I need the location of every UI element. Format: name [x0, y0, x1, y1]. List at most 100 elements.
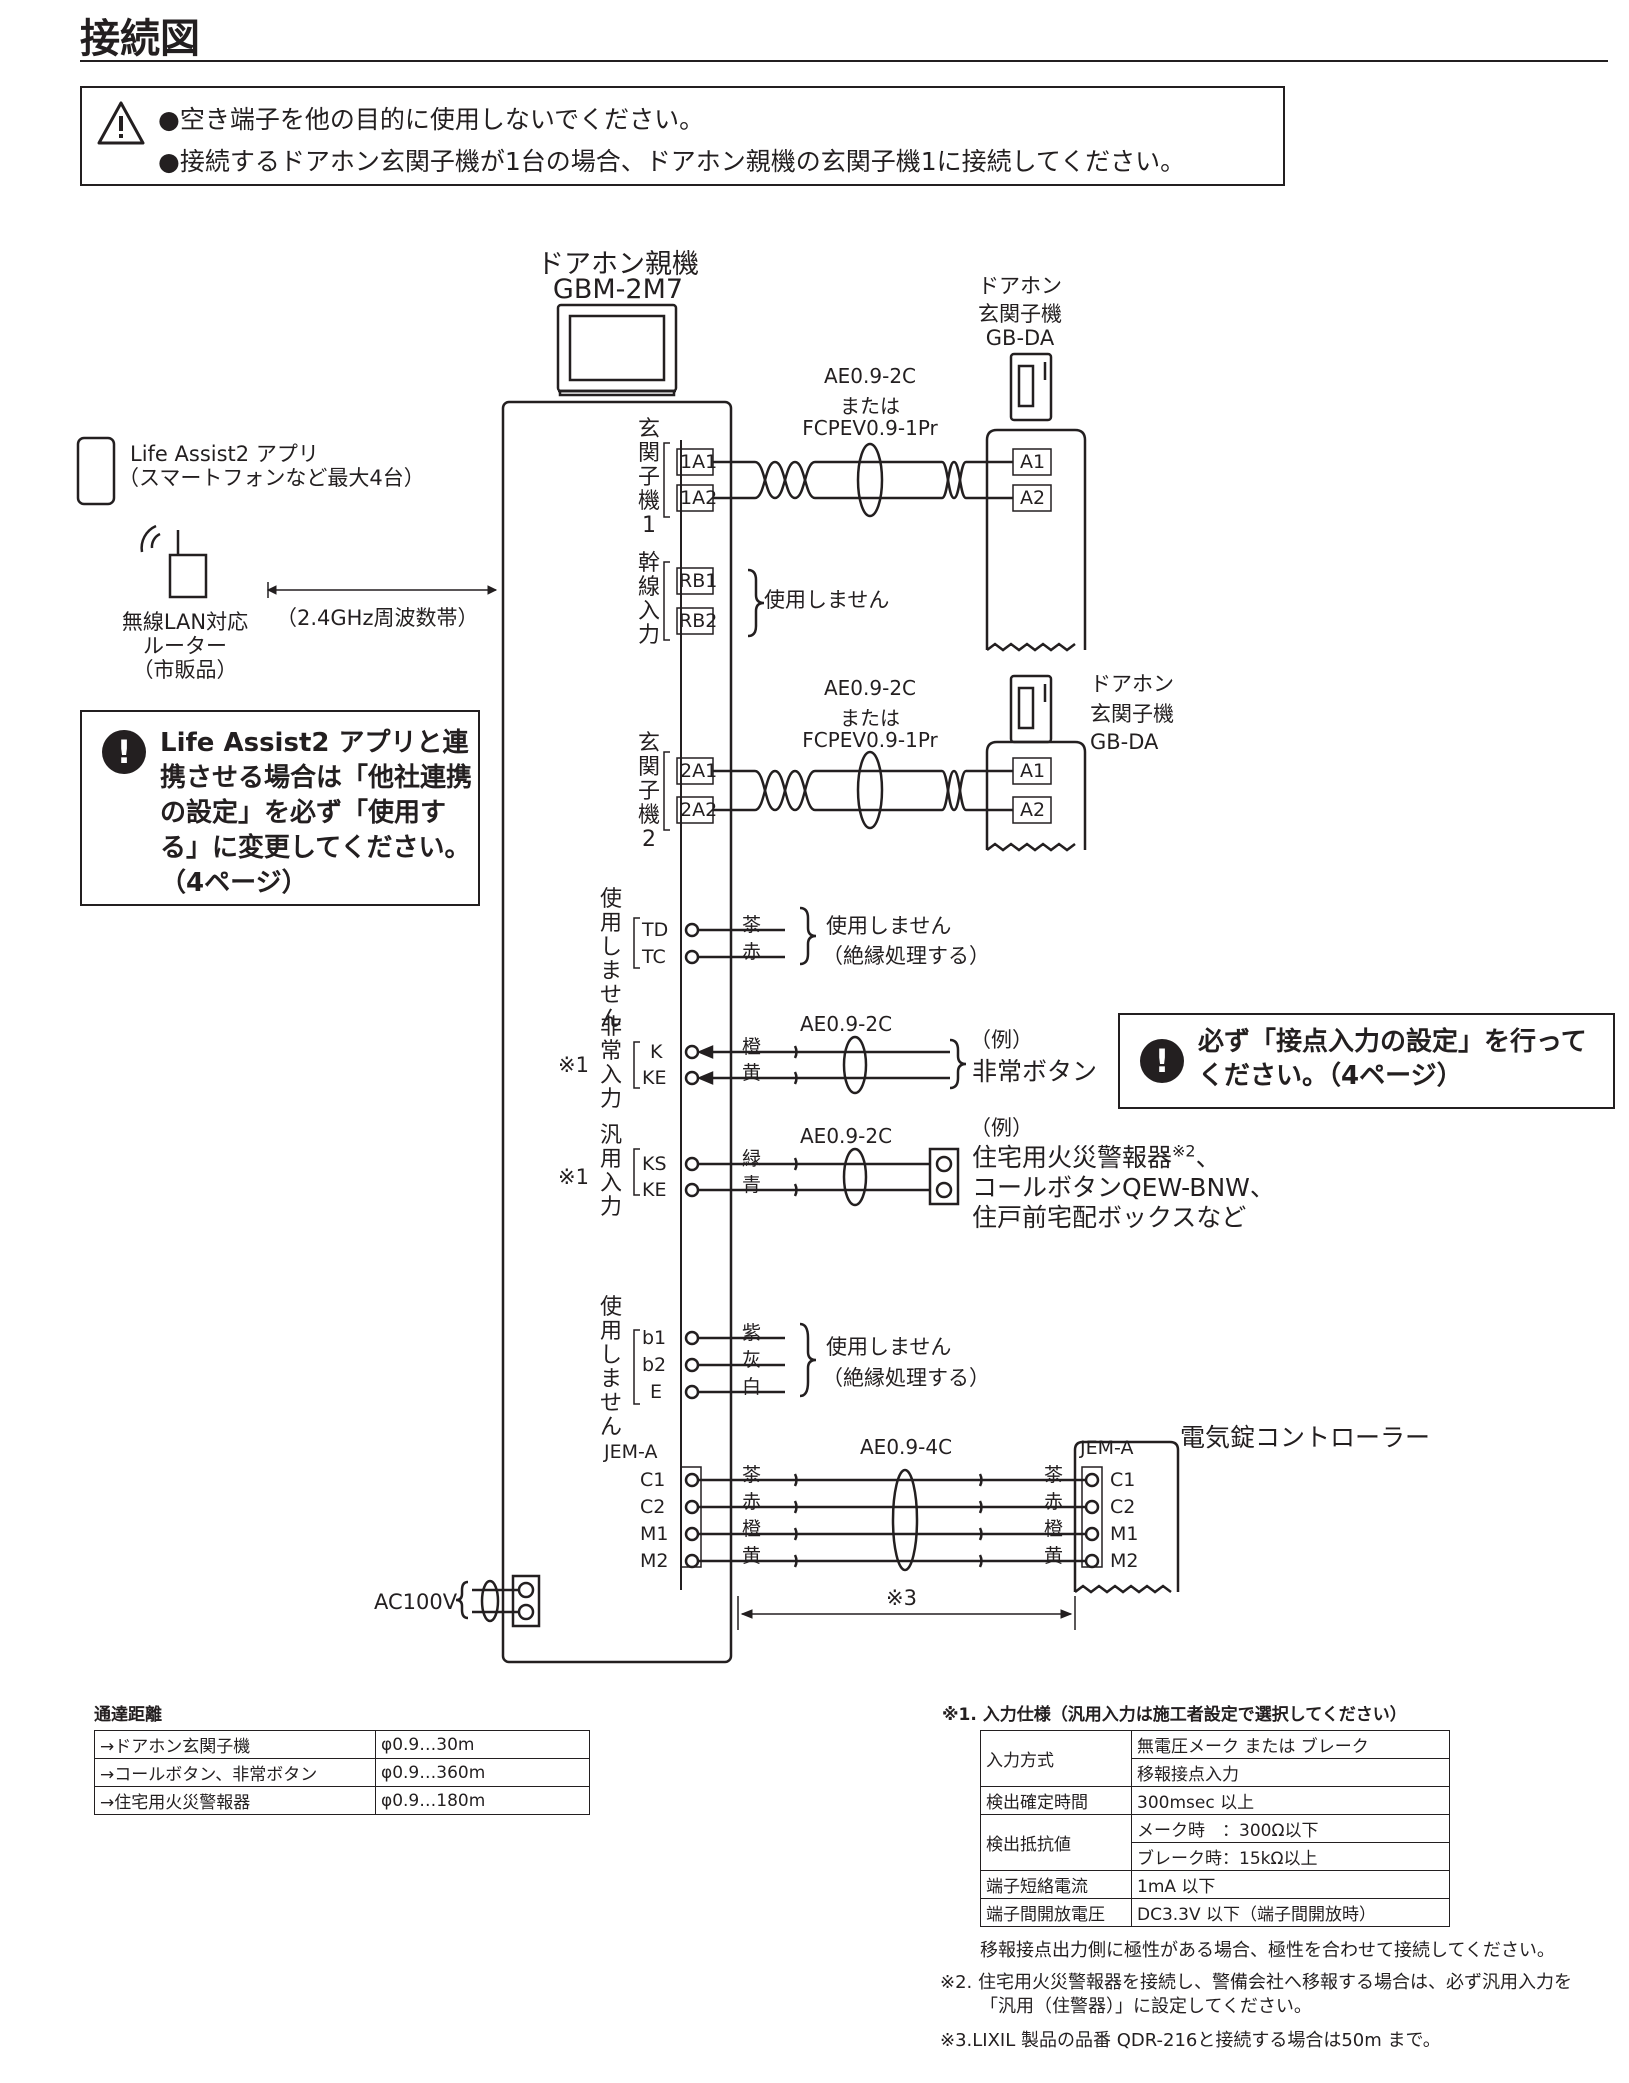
jem-wire-yellow: 黄: [742, 1545, 762, 1567]
warning-line-1: ●空き端子を他の目的に使用しないでください。: [158, 105, 705, 134]
fire-alarm-note: ※2: [1172, 1141, 1196, 1161]
wire-blue: 青: [742, 1174, 762, 1196]
terminal-b1: b1: [642, 1327, 667, 1349]
door1-label-2: 玄関子機: [978, 302, 1062, 326]
spec-title: ※1. 入力仕様（汎用入力は施工者設定で選択してください）: [942, 1705, 1407, 1725]
distance-value: φ0.9…30m: [375, 1730, 590, 1759]
door2-cable-3: FCPEV0.9-1Pr: [802, 728, 938, 752]
door2-label-2: 玄関子機: [1090, 702, 1174, 726]
app-note: （スマートフォンなど最大4台）: [118, 466, 425, 490]
cable-general: AE0.9-2C: [800, 1124, 893, 1148]
page-title: 接続図: [80, 16, 200, 62]
ac-power: AC100V: [374, 1590, 458, 1614]
terminal-M2: M2: [640, 1550, 669, 1572]
door1-terminal-A2: A2: [1020, 487, 1046, 509]
general-line-3: 住戸前宅配ボックスなど: [972, 1203, 1247, 1232]
table-row: 検出抵抗値メーク時 ：300Ω以下: [980, 1814, 1450, 1871]
terminal-M1: M1: [640, 1523, 669, 1545]
jem-a-master: JEM-A: [604, 1441, 658, 1463]
spec-value: ブレーク時：15kΩ以上: [1131, 1842, 1450, 1871]
router-line-1: 無線LAN対応: [121, 610, 249, 634]
table-row: 移報接点入力: [981, 1758, 1450, 1787]
terminal-C2: C2: [640, 1496, 666, 1518]
terminal-TC: TC: [642, 946, 666, 968]
app-note-box: ! Life Assist2 アプリと連携させる場合は「他社連携の設定」を必ず「…: [80, 710, 480, 906]
spec-key: 端子間開放電圧: [980, 1898, 1132, 1927]
door1-label-1: ドアホン: [978, 274, 1062, 298]
terminal-2A2: 2A2: [680, 799, 718, 821]
trunk-unused: 使用しません: [764, 588, 890, 612]
distance-value: φ0.9…360m: [375, 1758, 590, 1787]
example-2: （例）: [970, 1116, 1033, 1140]
door1-cable-1: AE0.9-2C: [823, 364, 917, 388]
emergency-button: 非常ボタン: [972, 1057, 1098, 1086]
spec-key: 端子短絡電流: [980, 1870, 1132, 1899]
jem-wire-brown: 茶: [742, 1464, 762, 1486]
contact-note-box: ! 必ず「接点入力の設定」を行って ください。（4ページ）: [1118, 1013, 1615, 1109]
controller-terminal-M1: M1: [1110, 1523, 1139, 1545]
router-line-2: ルーター: [143, 634, 227, 658]
warning-line-2: ●接続するドアホン玄関子機が1台の場合、ドアホン親機の玄関子機1に接続してくださ…: [158, 147, 1186, 176]
router-line-3: （市販品）: [132, 658, 238, 682]
spec-value: 移報接点入力: [1131, 1758, 1450, 1787]
router-icon: [140, 524, 208, 599]
door1-label-3: GB-DA: [985, 326, 1055, 350]
door-unit-2: [985, 674, 1087, 852]
footnote-2a: ※2. 住宅用火災警報器を接続し、警備会社へ移報する場合は、必ず汎用入力を: [940, 1972, 1572, 1993]
note1-emergency: ※1: [558, 1053, 589, 1077]
contact-note-line-2: ください。（4ページ）: [1198, 1061, 1463, 1091]
group-unused-2: 使用しません: [599, 1295, 622, 1440]
wire-gray: 灰: [742, 1349, 762, 1371]
wire-white: 白: [742, 1376, 762, 1398]
spec-value: DC3.3V 以下（端子間開放時）: [1131, 1898, 1450, 1927]
b-unused: 使用しません: [826, 1335, 952, 1359]
monitor-icon: [556, 303, 678, 397]
door1-cable-2: または: [840, 394, 900, 418]
wire-green: 緑: [742, 1148, 762, 1170]
spec-value: 300msec 以上: [1131, 1786, 1450, 1815]
ctrl-wire-red: 赤: [1044, 1491, 1064, 1513]
warning-icon: [97, 101, 145, 145]
spec-key: 入力方式: [980, 1730, 1132, 1787]
exclamation-icon: !: [1140, 1039, 1184, 1083]
controller-terminal-M2: M2: [1110, 1550, 1139, 1572]
contact-note-text: 必ず「接点入力の設定」を行って ください。（4ページ）: [1198, 1025, 1587, 1093]
distance-item: →住宅用火災警報器: [94, 1786, 376, 1815]
jem-a-controller: JEM-A: [1080, 1437, 1134, 1459]
group-unused-1: 使用しません: [599, 887, 622, 1032]
ctrl-wire-yellow: 黄: [1044, 1545, 1064, 1567]
general-line-1: 住宅用火災警報器※2、: [972, 1138, 1221, 1174]
door1-cable-3: FCPEV0.9-1Pr: [802, 416, 938, 440]
app-name: Life Assist2 アプリ: [130, 442, 319, 466]
door2-cable-2: または: [840, 706, 900, 730]
door1-terminal-A1: A1: [1020, 451, 1046, 473]
example-1: （例）: [970, 1028, 1033, 1052]
wire-orange: 橙: [742, 1036, 762, 1058]
group-door-1: 玄関子機1: [637, 417, 660, 538]
contact-note-line-1: 必ず「接点入力の設定」を行って: [1198, 1027, 1587, 1057]
distance-title: 通達距離: [94, 1705, 162, 1725]
group-trunk-input: 幹線入力: [637, 551, 660, 648]
jem-wire-red: 赤: [742, 1491, 762, 1513]
terminal-2A1: 2A1: [680, 760, 718, 782]
wire-purple: 紫: [742, 1322, 762, 1344]
footnote-2b: 「汎用（住警器）」に設定してください。: [980, 1996, 1312, 2017]
terminal-1A1: 1A1: [680, 451, 718, 473]
distance-item: →コールボタン、非常ボタン: [94, 1758, 376, 1787]
door2-cable-1: AE0.9-2C: [823, 676, 917, 700]
wire-red: 赤: [742, 941, 762, 963]
footnote-3: ※3.LIXIL 製品の品番 QDR-216と接続する場合は50m まで。: [940, 2030, 1441, 2051]
distance-value: φ0.9…180m: [375, 1786, 590, 1815]
spec-value: 1mA 以下: [1131, 1870, 1450, 1899]
group-door-2: 玄関子機2: [637, 731, 660, 852]
cable-emergency: AE0.9-2C: [800, 1012, 893, 1036]
